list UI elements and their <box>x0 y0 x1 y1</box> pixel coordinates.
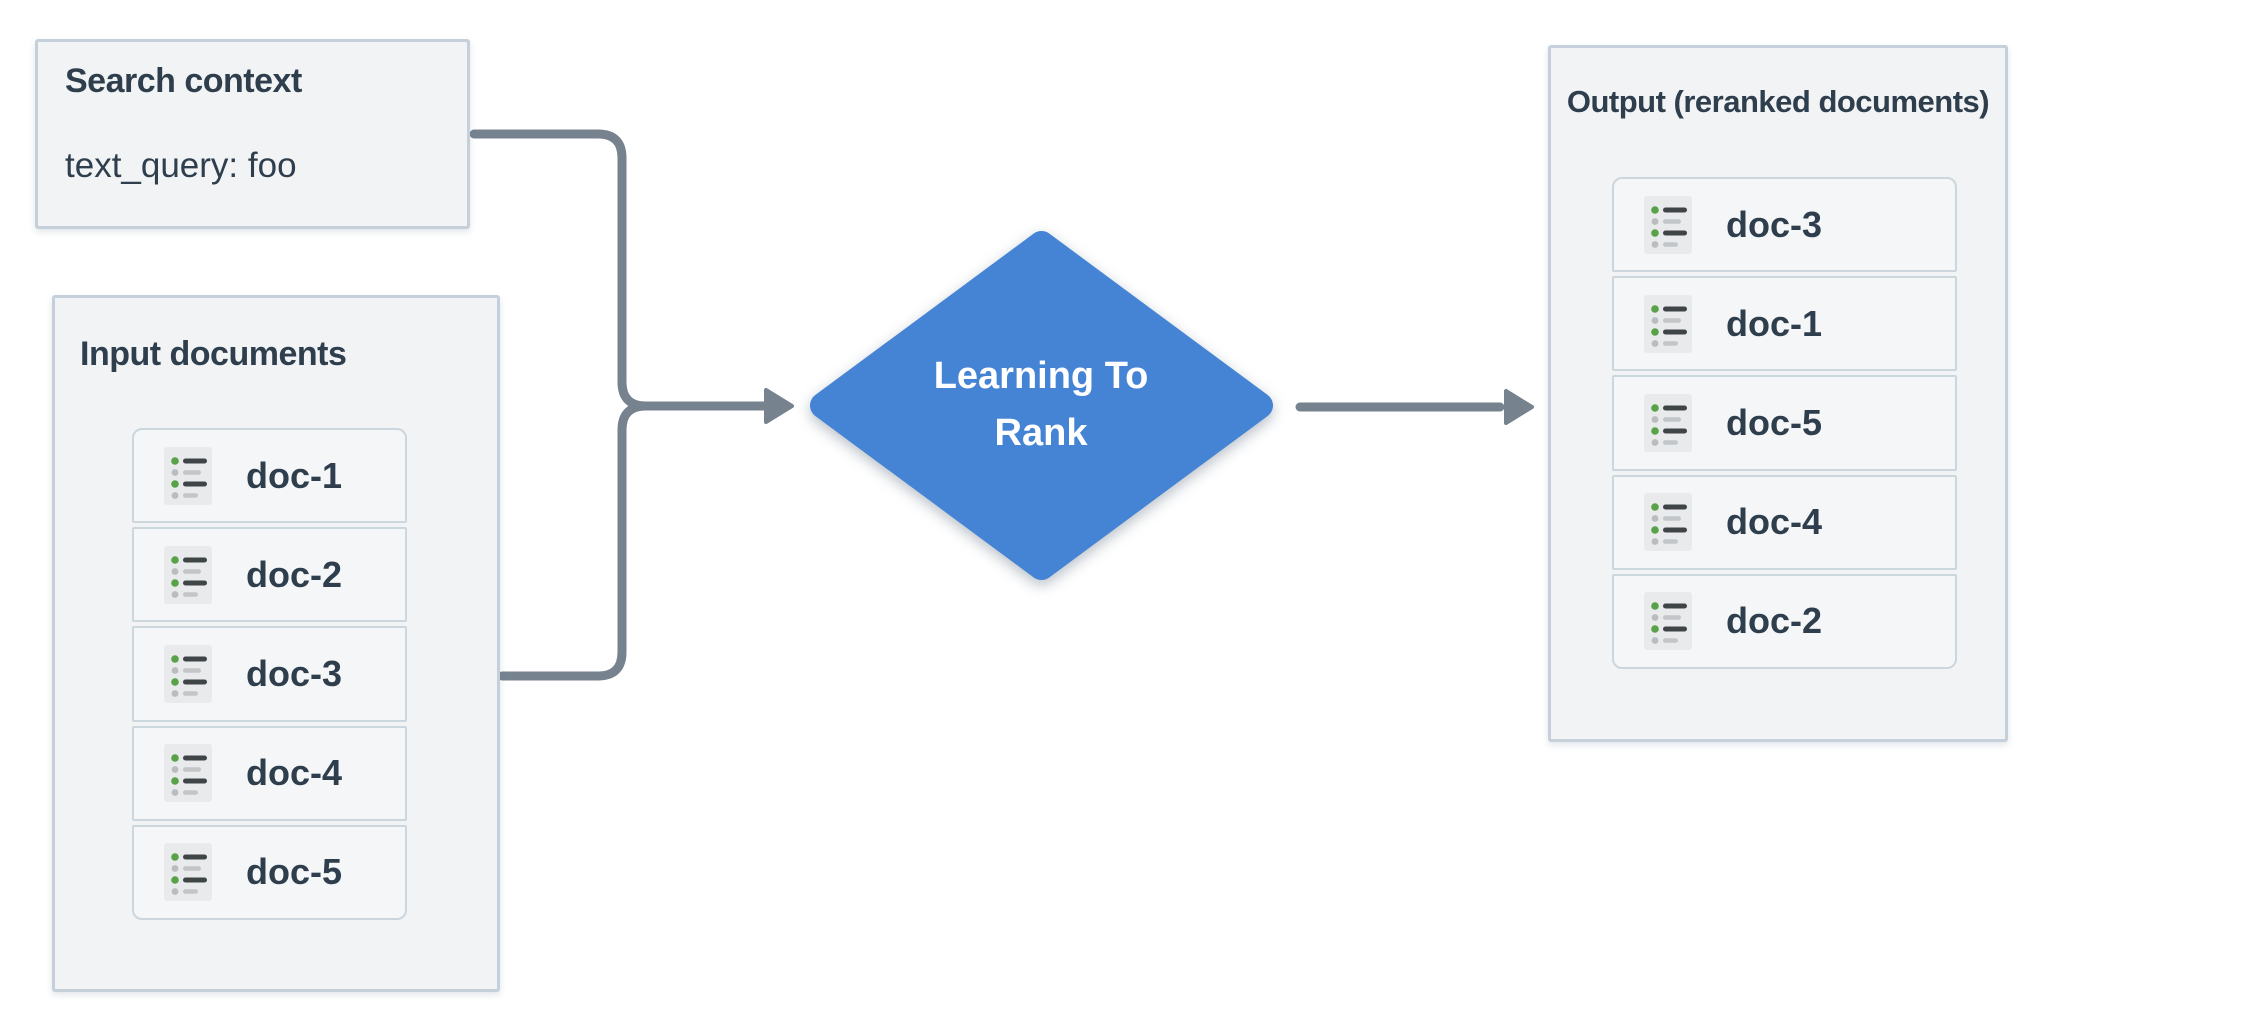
doc-item: doc-4 <box>132 725 407 821</box>
doc-item-label: doc-3 <box>246 653 343 694</box>
output-arrowhead-icon <box>1504 389 1534 425</box>
doc-item: doc-4 <box>1612 474 1957 570</box>
input-documents-connector <box>497 401 651 681</box>
learning-to-rank-label: Learning To Rank <box>933 355 1149 454</box>
doc-item: doc-3 <box>1612 177 1957 273</box>
output-title: Output (reranked documents) <box>1566 84 1990 119</box>
doc-item: doc-1 <box>132 428 407 524</box>
document-list-icon <box>164 645 212 703</box>
doc-item-label: doc-1 <box>246 454 343 496</box>
learning-to-rank-node <box>810 231 1273 580</box>
search-context-connector <box>469 129 773 411</box>
doc-item-label: doc-2 <box>1726 600 1823 642</box>
document-list-icon <box>1644 592 1692 651</box>
document-list-icon <box>164 843 212 902</box>
input-documents-list: doc-1 doc-2 doc-3 <box>132 428 407 921</box>
document-list-icon <box>1644 394 1692 452</box>
input-documents-title: Input documents <box>80 335 347 373</box>
doc-item-label: doc-4 <box>246 752 343 794</box>
document-list-icon <box>164 545 212 604</box>
doc-item-label: doc-2 <box>246 553 343 595</box>
document-list-icon <box>164 744 212 803</box>
doc-item: doc-5 <box>1612 375 1957 471</box>
document-list-icon <box>1644 195 1692 254</box>
doc-item: doc-5 <box>132 824 407 921</box>
document-list-icon <box>164 446 212 505</box>
search-context-panel: Search context text_query: foo <box>35 39 470 229</box>
output-documents-list: doc-3 doc-1 doc-5 <box>1612 177 1957 670</box>
merge-arrowhead-icon <box>764 388 794 424</box>
doc-item-label: doc-1 <box>1726 302 1823 344</box>
output-panel: Output (reranked documents) doc-3 doc- <box>1548 45 2008 742</box>
doc-item: doc-2 <box>132 527 407 623</box>
doc-item-label: doc-5 <box>1726 402 1823 443</box>
doc-item-label: doc-4 <box>1726 501 1823 543</box>
document-list-icon <box>1644 493 1692 552</box>
doc-item-label: doc-3 <box>1726 203 1823 245</box>
doc-item-label: doc-5 <box>246 851 343 893</box>
doc-item: doc-3 <box>132 626 407 722</box>
search-context-title: Search context <box>65 62 302 100</box>
search-context-query: text_query: foo <box>65 146 297 185</box>
doc-item: doc-2 <box>1612 573 1957 670</box>
input-documents-panel: Input documents doc-1 doc-2 <box>52 295 500 992</box>
document-list-icon <box>1644 294 1692 353</box>
doc-item: doc-1 <box>1612 276 1957 372</box>
